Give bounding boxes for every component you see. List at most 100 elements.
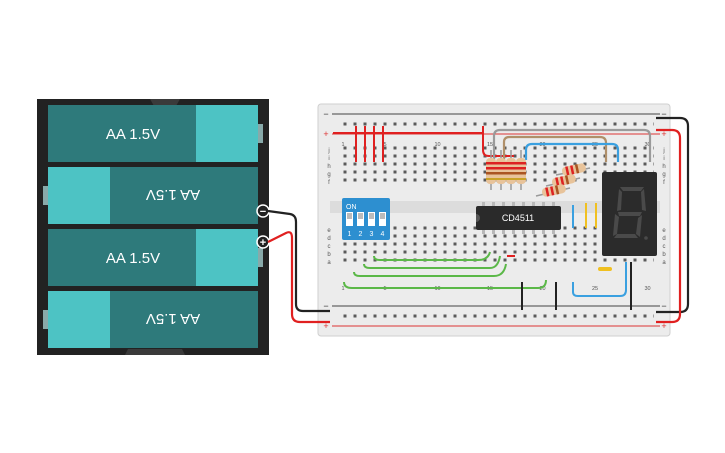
resistor-6[interactable] [545, 174, 581, 188]
column-number-bottom-25: 25 [592, 286, 598, 292]
row-letter-top-g: g [327, 172, 330, 178]
resistors[interactable] [486, 150, 591, 198]
battery-positive-terminal[interactable]: + [256, 235, 270, 249]
ic-vdd-wire[interactable] [482, 126, 514, 157]
rail-minus-bottom-left: − [323, 301, 328, 311]
right-black-rail-link[interactable] [656, 116, 690, 314]
dip-toggle-1[interactable] [346, 212, 353, 226]
green-wire-4[interactable] [343, 279, 547, 289]
dip-switch[interactable]: ON 1 2 3 4 [342, 198, 390, 240]
blue-display-wire[interactable] [572, 262, 627, 297]
battery-cell-4: AA 1.5V [43, 291, 258, 348]
black-ground-wire[interactable] [267, 209, 330, 313]
resistor-3[interactable] [506, 150, 516, 190]
battery-cell-3: AA 1.5V [48, 229, 263, 286]
ic-body [476, 206, 561, 230]
green-wire-1[interactable] [373, 251, 491, 261]
row-letter-bottom-right-d: d [662, 236, 665, 242]
rail-minus-top-right: − [661, 109, 666, 119]
battery-cell-2: AA 1.5V [43, 167, 258, 224]
row-letter-top-i: i [328, 156, 329, 162]
battery-cell-4-label: AA 1.5V [146, 310, 200, 327]
bottom-wires[interactable] [343, 203, 632, 310]
dip-number-1: 1 [348, 231, 352, 238]
dip-switch-body [342, 198, 390, 240]
column-number-bottom-30: 30 [644, 286, 650, 292]
row-letter-top-f: f [328, 180, 330, 186]
column-number-top-30: 30 [644, 142, 650, 148]
column-number-top-10: 10 [434, 142, 440, 148]
row-letter-bottom-c: c [328, 244, 331, 250]
resistor-4[interactable] [516, 150, 526, 190]
ic-label: CD4511 [502, 213, 534, 223]
battery-case-notch-bottom [125, 349, 185, 355]
row-letter-bottom-a: a [327, 260, 331, 266]
battery-cell-2-label: AA 1.5V [146, 186, 200, 203]
column-number-bottom-1: 1 [341, 286, 344, 292]
battery-cell-3-label: AA 1.5V [106, 250, 160, 267]
row-letter-bottom-right-a: a [662, 260, 666, 266]
resistor-5[interactable] [555, 163, 591, 177]
row-letter-top-right-i: i [663, 156, 664, 162]
resistor-1[interactable] [486, 150, 496, 190]
dip-pull-wires[interactable] [355, 126, 514, 162]
battery-cell-1: AA 1.5V [48, 105, 263, 162]
rail-minus-bottom-right: − [661, 301, 666, 311]
svg-text:+: + [260, 237, 266, 249]
dip-number-4: 4 [381, 231, 385, 238]
green-wire-2[interactable] [363, 255, 501, 269]
dip-number-2: 2 [359, 231, 363, 238]
resistor-2[interactable] [496, 150, 506, 190]
svg-text:−: − [260, 206, 266, 218]
dip-number-3: 3 [370, 231, 374, 238]
column-number-bottom-20: 20 [539, 286, 545, 292]
resistor-7[interactable] [535, 184, 571, 198]
display-decimal-point [644, 236, 648, 240]
rail-plus-bottom-left: + [323, 321, 328, 331]
dip-toggle-4[interactable] [379, 212, 386, 226]
column-number-top-15: 15 [487, 142, 493, 148]
gray-jumper-wire[interactable] [492, 128, 652, 162]
cd4511-ic[interactable]: CD4511 [476, 202, 561, 234]
ic-notch [476, 214, 480, 222]
row-letter-top-right-g: g [662, 172, 665, 178]
rail-minus-top-left: − [323, 109, 328, 119]
column-number-top-1: 1 [341, 142, 344, 148]
row-letter-top-h: h [327, 164, 330, 170]
row-letter-top-j: j [327, 148, 329, 154]
dip-toggle-2[interactable] [357, 212, 364, 226]
power-wires[interactable] [267, 116, 690, 324]
ic-pins [482, 202, 555, 234]
row-letter-bottom-right-c: c [663, 244, 666, 250]
row-letter-bottom-right-e: e [662, 228, 666, 234]
display-jumper-wires[interactable] [492, 128, 652, 162]
rail-plus-bottom-right: + [661, 321, 666, 331]
battery-case-notch-top [150, 99, 180, 106]
rail-plus-top-right: + [661, 129, 666, 139]
row-letter-bottom-right-b: b [662, 252, 666, 258]
green-wire-3[interactable] [353, 263, 507, 277]
rail-plus-top-left: + [323, 129, 328, 139]
dip-on-label: ON [346, 204, 357, 211]
top-rail-holes [338, 118, 654, 130]
row-letter-top-right-j: j [662, 148, 664, 154]
row-letter-bottom-b: b [327, 252, 331, 258]
battery-pack[interactable]: AA 1.5V AA 1.5V AA 1.5V AA 1.5V − [37, 99, 270, 355]
battery-cell-1-label: AA 1.5V [106, 126, 160, 143]
row-letter-bottom-d: d [327, 236, 330, 242]
row-letter-top-right-f: f [663, 180, 665, 186]
right-red-rail-link[interactable] [656, 128, 682, 324]
row-letter-top-right-h: h [662, 164, 665, 170]
tan-jumper-wire[interactable] [502, 135, 608, 162]
red-power-wire[interactable] [267, 231, 330, 324]
bottom-rail-holes [338, 310, 654, 322]
yellow-short-jumper[interactable] [598, 267, 612, 271]
dip-toggle-3[interactable] [368, 212, 375, 226]
seven-segment-display[interactable] [602, 172, 657, 256]
display-segments [613, 187, 646, 238]
battery-negative-terminal[interactable]: − [256, 204, 270, 218]
blue-jumper-wire[interactable] [524, 142, 620, 162]
